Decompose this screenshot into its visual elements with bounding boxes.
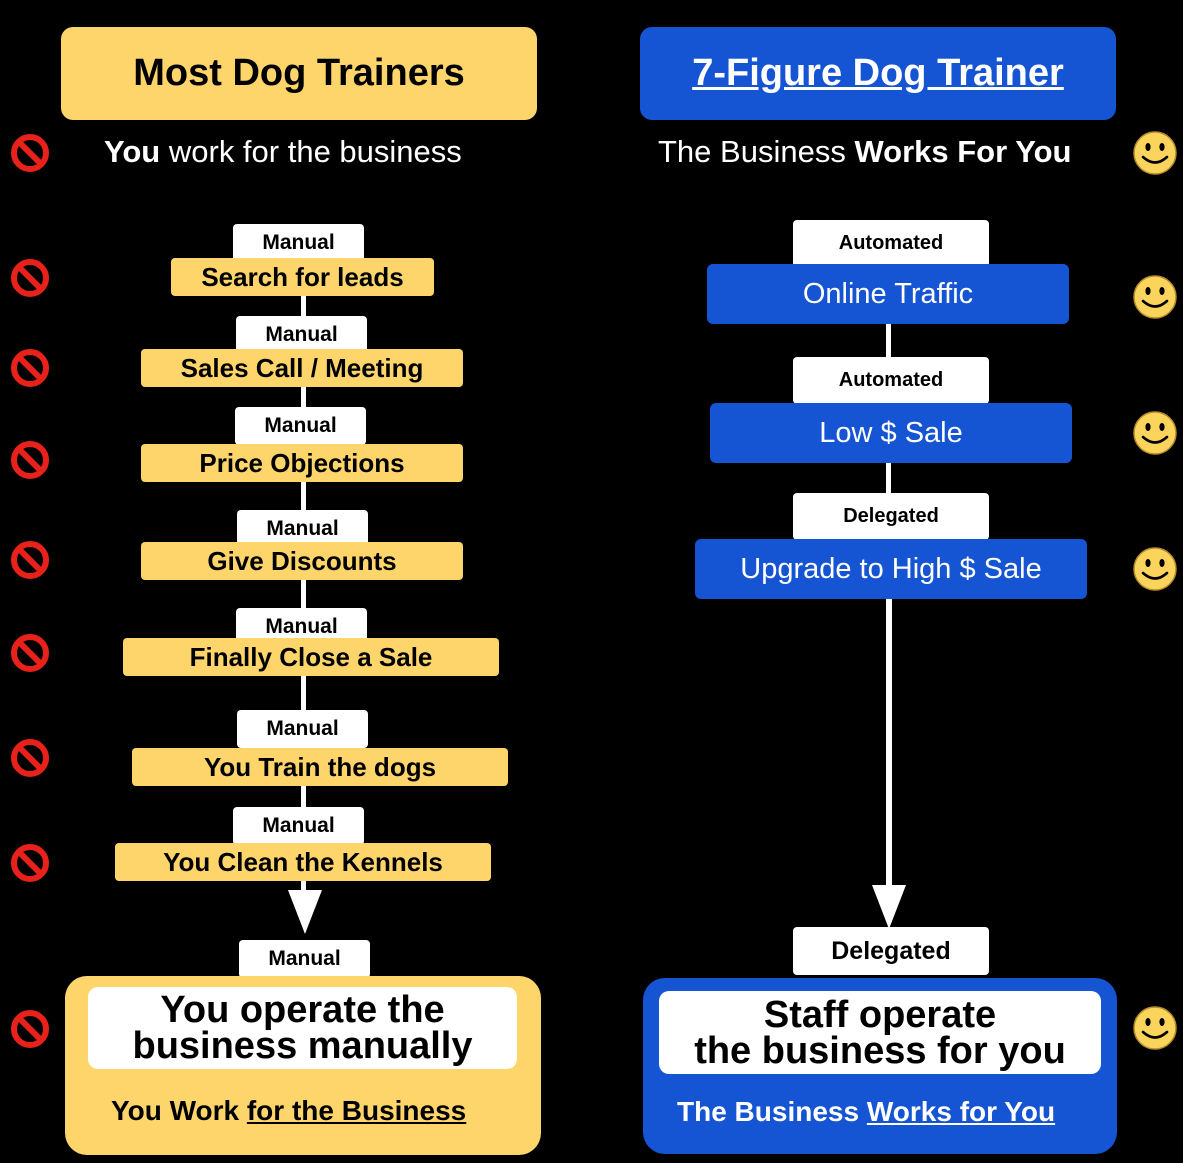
step-label: Give Discounts: [207, 545, 397, 576]
step-tag-label: Manual: [262, 814, 335, 837]
left-outcome-statement: You operate the business manually: [88, 987, 517, 1069]
right-header: 7-Figure Dog Trainer: [640, 27, 1116, 120]
no-entry-icon: [10, 738, 50, 783]
final-tag-label: Manual: [268, 947, 341, 970]
step-tag-label: Manual: [265, 323, 338, 346]
no-entry-icon: [10, 1009, 50, 1054]
step-low-sale: Low $ Sale: [710, 403, 1072, 463]
caption-plain: The Business: [677, 1096, 867, 1127]
step-close-sale: Finally Close a Sale: [123, 638, 499, 676]
step-tag-label: Manual: [265, 615, 338, 638]
right-subtitle-bold: Works For You: [854, 134, 1072, 169]
step-label: Sales Call / Meeting: [180, 352, 424, 383]
step-tag: Manual: [236, 316, 367, 354]
right-subtitle: The Business Works For You: [658, 134, 1071, 174]
step-sales-call: Sales Call / Meeting: [141, 349, 463, 387]
right-flow-line-lower: [886, 599, 892, 889]
left-flow-line: [301, 296, 306, 896]
smiley-face-icon: [1132, 274, 1178, 325]
smiley-face-icon: [1132, 410, 1178, 461]
smiley-face-icon: [1132, 1005, 1178, 1056]
step-tag: Manual: [233, 807, 364, 845]
outcome-line: business manually: [132, 1025, 473, 1067]
right-outcome-box: Staff operate the business for you The B…: [643, 978, 1117, 1154]
step-give-discounts: Give Discounts: [141, 542, 463, 580]
no-entry-icon: [10, 258, 50, 303]
step-tag: Automated: [793, 220, 989, 267]
right-header-title: 7-Figure Dog Trainer: [692, 52, 1064, 94]
left-header: Most Dog Trainers: [61, 27, 537, 120]
step-price-objections: Price Objections: [141, 444, 463, 482]
step-label: Price Objections: [199, 447, 405, 478]
left-subtitle-rest: work for the business: [160, 134, 462, 169]
step-label: Online Traffic: [802, 277, 974, 310]
left-subtitle: You work for the business: [104, 134, 462, 174]
no-entry-icon: [10, 440, 50, 485]
step-tag: Manual: [237, 710, 368, 748]
left-subtitle-bold: You: [104, 134, 161, 169]
caption-underlined: Works for You: [866, 1096, 1056, 1127]
step-online-traffic: Online Traffic: [707, 264, 1069, 324]
right-flow-arrowhead: [872, 885, 906, 929]
step-tag: Automated: [793, 357, 989, 404]
left-header-title: Most Dog Trainers: [133, 52, 465, 94]
step-upgrade-high-sale: Upgrade to High $ Sale: [695, 539, 1087, 599]
step-label: You Clean the Kennels: [163, 846, 443, 877]
step-tag-label: Manual: [262, 231, 335, 254]
caption-plain: You Work: [111, 1095, 247, 1126]
final-tag: Manual: [239, 940, 370, 978]
step-label: Search for leads: [201, 261, 404, 292]
step-label: You Train the dogs: [203, 751, 437, 782]
left-outcome-caption: You Work for the Business: [111, 1095, 466, 1127]
step-label: Upgrade to High $ Sale: [740, 552, 1042, 585]
no-entry-icon: [10, 348, 50, 393]
step-label: Low $ Sale: [819, 416, 963, 449]
final-tag: Delegated: [793, 927, 989, 975]
step-tag-label: Automated: [838, 369, 944, 391]
step-tag-label: Automated: [838, 232, 944, 254]
step-tag: Manual: [233, 224, 364, 262]
no-entry-icon: [10, 133, 50, 178]
outcome-line: Staff operate: [763, 993, 997, 1036]
step-label: Finally Close a Sale: [189, 641, 433, 672]
no-entry-icon: [10, 540, 50, 585]
step-tag-label: Manual: [266, 717, 339, 740]
final-tag-label: Delegated: [831, 936, 951, 965]
left-outcome-box: You operate the business manually You Wo…: [65, 976, 541, 1155]
step-tag-label: Delegated: [843, 505, 939, 527]
step-search-for-leads: Search for leads: [171, 258, 434, 296]
no-entry-icon: [10, 633, 50, 678]
right-subtitle-plain: The Business: [658, 134, 855, 169]
step-clean-kennels: You Clean the Kennels: [115, 843, 491, 881]
step-tag: Delegated: [793, 493, 989, 540]
step-train-dogs: You Train the dogs: [132, 748, 508, 786]
caption-underlined: for the Business: [246, 1095, 467, 1126]
right-outcome-statement: Staff operate the business for you: [659, 991, 1101, 1074]
step-tag-label: Manual: [264, 414, 337, 437]
outcome-line: You operate the: [160, 989, 445, 1031]
step-tag: Manual: [237, 510, 368, 548]
step-tag-label: Manual: [266, 517, 339, 540]
outcome-line: the business for you: [694, 1029, 1066, 1072]
step-tag: Manual: [235, 407, 366, 445]
right-outcome-caption: The Business Works for You: [677, 1096, 1055, 1128]
no-entry-icon: [10, 843, 50, 888]
left-flow-arrowhead: [288, 890, 322, 934]
smiley-face-icon: [1132, 130, 1178, 181]
smiley-face-icon: [1132, 546, 1178, 597]
